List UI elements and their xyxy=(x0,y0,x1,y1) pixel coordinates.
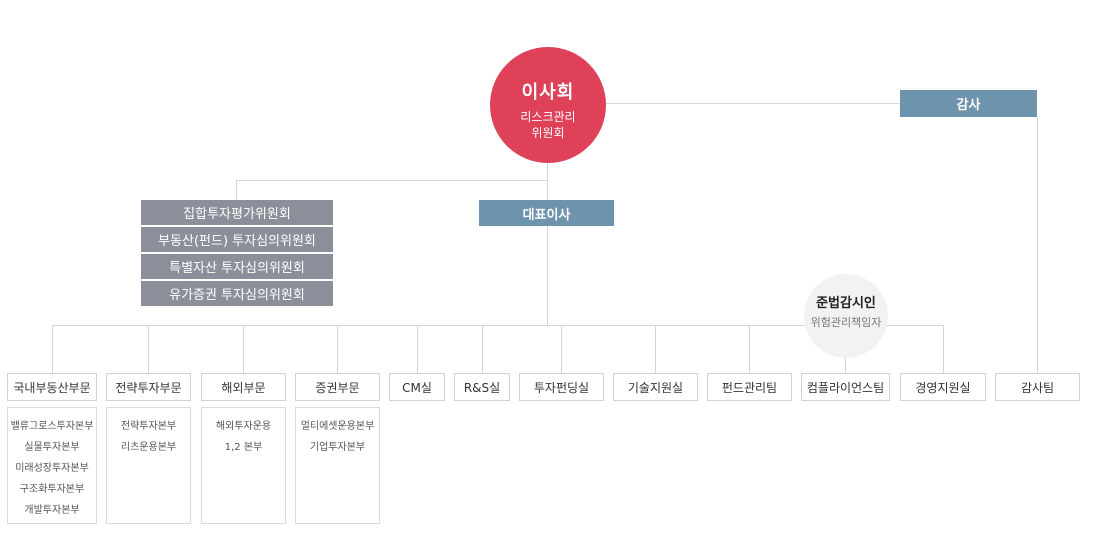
committee-item: 부동산(펀드) 투자심의위원회 xyxy=(141,227,333,252)
dept-investment-funding: 투자펀딩실 xyxy=(519,373,604,401)
audit-team-connector xyxy=(1037,117,1038,373)
compliance-title: 준법감시인 xyxy=(816,296,876,311)
dept-drop xyxy=(482,325,483,373)
committee-item: 유가증권 투자심의위원회 xyxy=(141,281,333,306)
division-item: 미래성장투자본부 xyxy=(15,463,89,474)
committee-item: 집합투자평가위원회 xyxy=(141,200,333,225)
overseas-divisions: 해외투자운용 1,2 본부 xyxy=(201,407,286,524)
board-audit-connector xyxy=(606,103,900,104)
compliance-officer-node: 준법감시인 위험관리책임자 xyxy=(804,274,888,358)
division-item: 구조화투자본부 xyxy=(19,484,85,495)
dept-rs: R&S실 xyxy=(454,373,510,401)
committee-item: 특별자산 투자심의위원회 xyxy=(141,254,333,279)
dept-domestic-realestate: 국내부동산부문 xyxy=(7,373,97,401)
dept-drop xyxy=(749,325,750,373)
board-ceo-connector xyxy=(547,163,548,325)
dept-drop xyxy=(243,325,244,373)
dept-strategic-investment: 전략투자부문 xyxy=(106,373,191,401)
dept-drop xyxy=(561,325,562,373)
dept-audit-team: 감사팀 xyxy=(995,373,1080,401)
division-item: 멀티에셋운용본부 xyxy=(300,421,375,432)
dept-securities: 증권부문 xyxy=(295,373,380,401)
dept-drop xyxy=(655,325,656,373)
dept-tech-support: 기술지원실 xyxy=(613,373,698,401)
division-item: 1,2 본부 xyxy=(224,442,263,453)
dept-drop xyxy=(943,325,944,373)
dept-overseas: 해외부문 xyxy=(201,373,286,401)
dept-bus-line xyxy=(52,325,943,326)
committee-connector-h xyxy=(236,180,547,181)
strategic-investment-divisions: 전략투자본부 리츠운용본부 xyxy=(106,407,191,524)
division-item: 밸류그로스투자본부 xyxy=(10,421,94,432)
dept-fund-management: 펀드관리팀 xyxy=(707,373,792,401)
dept-management-support: 경영지원실 xyxy=(900,373,986,401)
audit-node: 감사 xyxy=(900,90,1037,117)
division-item: 실물투자본부 xyxy=(24,442,80,453)
dept-drop xyxy=(417,325,418,373)
domestic-realestate-divisions: 밸류그로스투자본부 실물투자본부 미래성장투자본부 구조화투자본부 개발투자본부 xyxy=(7,407,97,524)
ceo-node: 대표이사 xyxy=(479,200,614,226)
board-node: 이사회 리스크관리 위원회 xyxy=(490,47,606,163)
dept-drop xyxy=(337,325,338,373)
committee-connector-v xyxy=(236,180,237,200)
compliance-subtitle: 위험관리책임자 xyxy=(810,316,882,329)
division-item: 전략투자본부 xyxy=(120,421,177,432)
division-item: 해외투자운용 xyxy=(215,421,272,432)
dept-compliance-team: 컴플라이언스팀 xyxy=(801,373,890,401)
dept-drop xyxy=(148,325,149,373)
dept-cm: CM실 xyxy=(389,373,445,401)
dept-drop xyxy=(52,325,53,373)
division-item: 리츠운용본부 xyxy=(120,442,177,453)
board-subtitle-1: 리스크관리 xyxy=(520,110,576,124)
division-item: 개발투자본부 xyxy=(24,505,80,516)
board-title: 이사회 xyxy=(521,82,575,103)
division-item: 기업투자본부 xyxy=(309,442,366,453)
board-subtitle-2: 위원회 xyxy=(531,126,565,140)
securities-divisions: 멀티에셋운용본부 기업투자본부 xyxy=(295,407,380,524)
